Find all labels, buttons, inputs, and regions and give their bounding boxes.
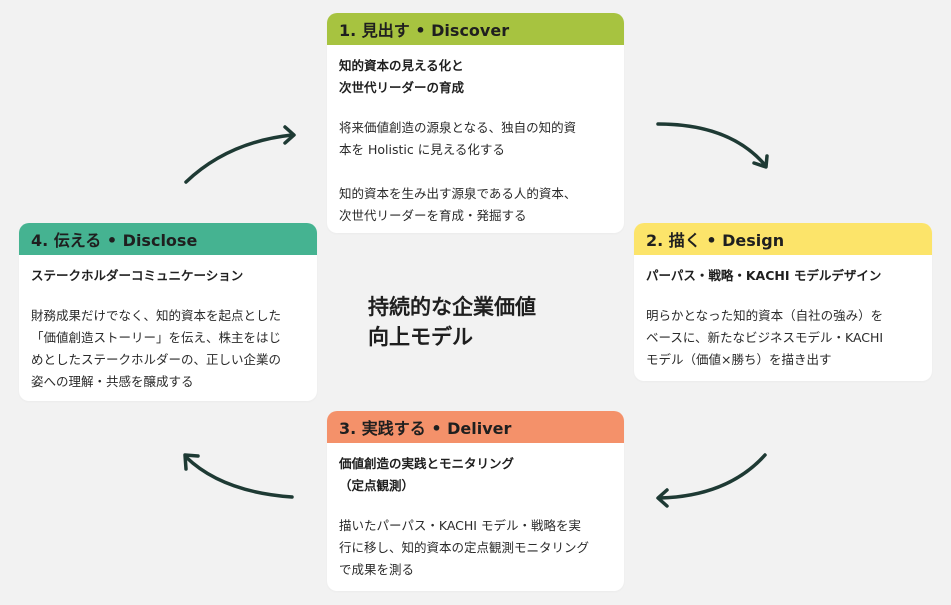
arrow-design-to-deliver xyxy=(658,453,767,500)
card-discover-subtitle: 知的資本の見える化と 次世代リーダーの育成 xyxy=(339,58,465,95)
card-disclose: 4. 伝える • Disclose ステークホルダーコミュニケーション 財務成果… xyxy=(19,223,317,401)
card-design-body: パーパス・戦略・KACHI モデルデザイン 明らかとなった知的資本（自社の強み）… xyxy=(634,255,932,381)
card-discover: 1. 見出す • Discover 知的資本の見える化と 次世代リーダーの育成 … xyxy=(327,13,624,233)
arrowhead-design-to-deliver xyxy=(656,488,669,508)
card-design-desc: 明らかとなった知的資本（自社の強み）を ベースに、新たなビジネスモデル・KACH… xyxy=(646,308,884,367)
card-design-subtitle: パーパス・戦略・KACHI モデルデザイン xyxy=(646,268,882,283)
card-deliver-header: 3. 実践する • Deliver xyxy=(327,411,624,443)
arrow-disclose-to-discover xyxy=(184,133,294,184)
card-deliver-subtitle: 価値創造の実践とモニタリング （定点観測） xyxy=(339,456,515,493)
arrow-deliver-to-disclose xyxy=(184,455,294,499)
center-title: 持続的な企業価値 向上モデル xyxy=(368,295,536,349)
card-disclose-body: ステークホルダーコミュニケーション 財務成果だけでなく、知的資本を起点とした 「… xyxy=(19,255,317,401)
card-disclose-header: 4. 伝える • Disclose xyxy=(19,223,317,255)
arrow-discover-to-design xyxy=(656,122,767,167)
card-discover-desc-1: 将来価値創造の源泉となる、独自の知的資 本を Holistic に見える化する xyxy=(339,120,577,157)
card-disclose-desc: 財務成果だけでなく、知的資本を起点とした 「価値創造ストーリー」を伝え、株主をは… xyxy=(31,308,282,389)
card-deliver-desc: 描いたパーパス・KACHI モデル・戦略を実 行に移し、知的資本の定点観測モニタ… xyxy=(339,518,590,577)
card-discover-body: 知的資本の見える化と 次世代リーダーの育成 将来価値創造の源泉となる、独自の知的… xyxy=(327,45,624,233)
card-deliver: 3. 実践する • Deliver 価値創造の実践とモニタリング （定点観測） … xyxy=(327,411,624,591)
arrowhead-discover-to-design xyxy=(752,154,769,169)
card-design-header: 2. 描く • Design xyxy=(634,223,932,255)
card-discover-header: 1. 見出す • Discover xyxy=(327,13,624,45)
card-disclose-subtitle: ステークホルダーコミュニケーション xyxy=(31,268,244,283)
card-deliver-body: 価値創造の実践とモニタリング （定点観測） 描いたパーパス・KACHI モデル・… xyxy=(327,443,624,591)
card-discover-desc-2: 知的資本を生み出す源泉である人的資本、 次世代リーダーを育成・発掘する xyxy=(339,186,577,223)
arrowhead-disclose-to-discover xyxy=(283,125,296,145)
card-design: 2. 描く • Design パーパス・戦略・KACHI モデルデザイン 明らか… xyxy=(634,223,932,381)
arrowhead-deliver-to-disclose xyxy=(183,453,200,471)
